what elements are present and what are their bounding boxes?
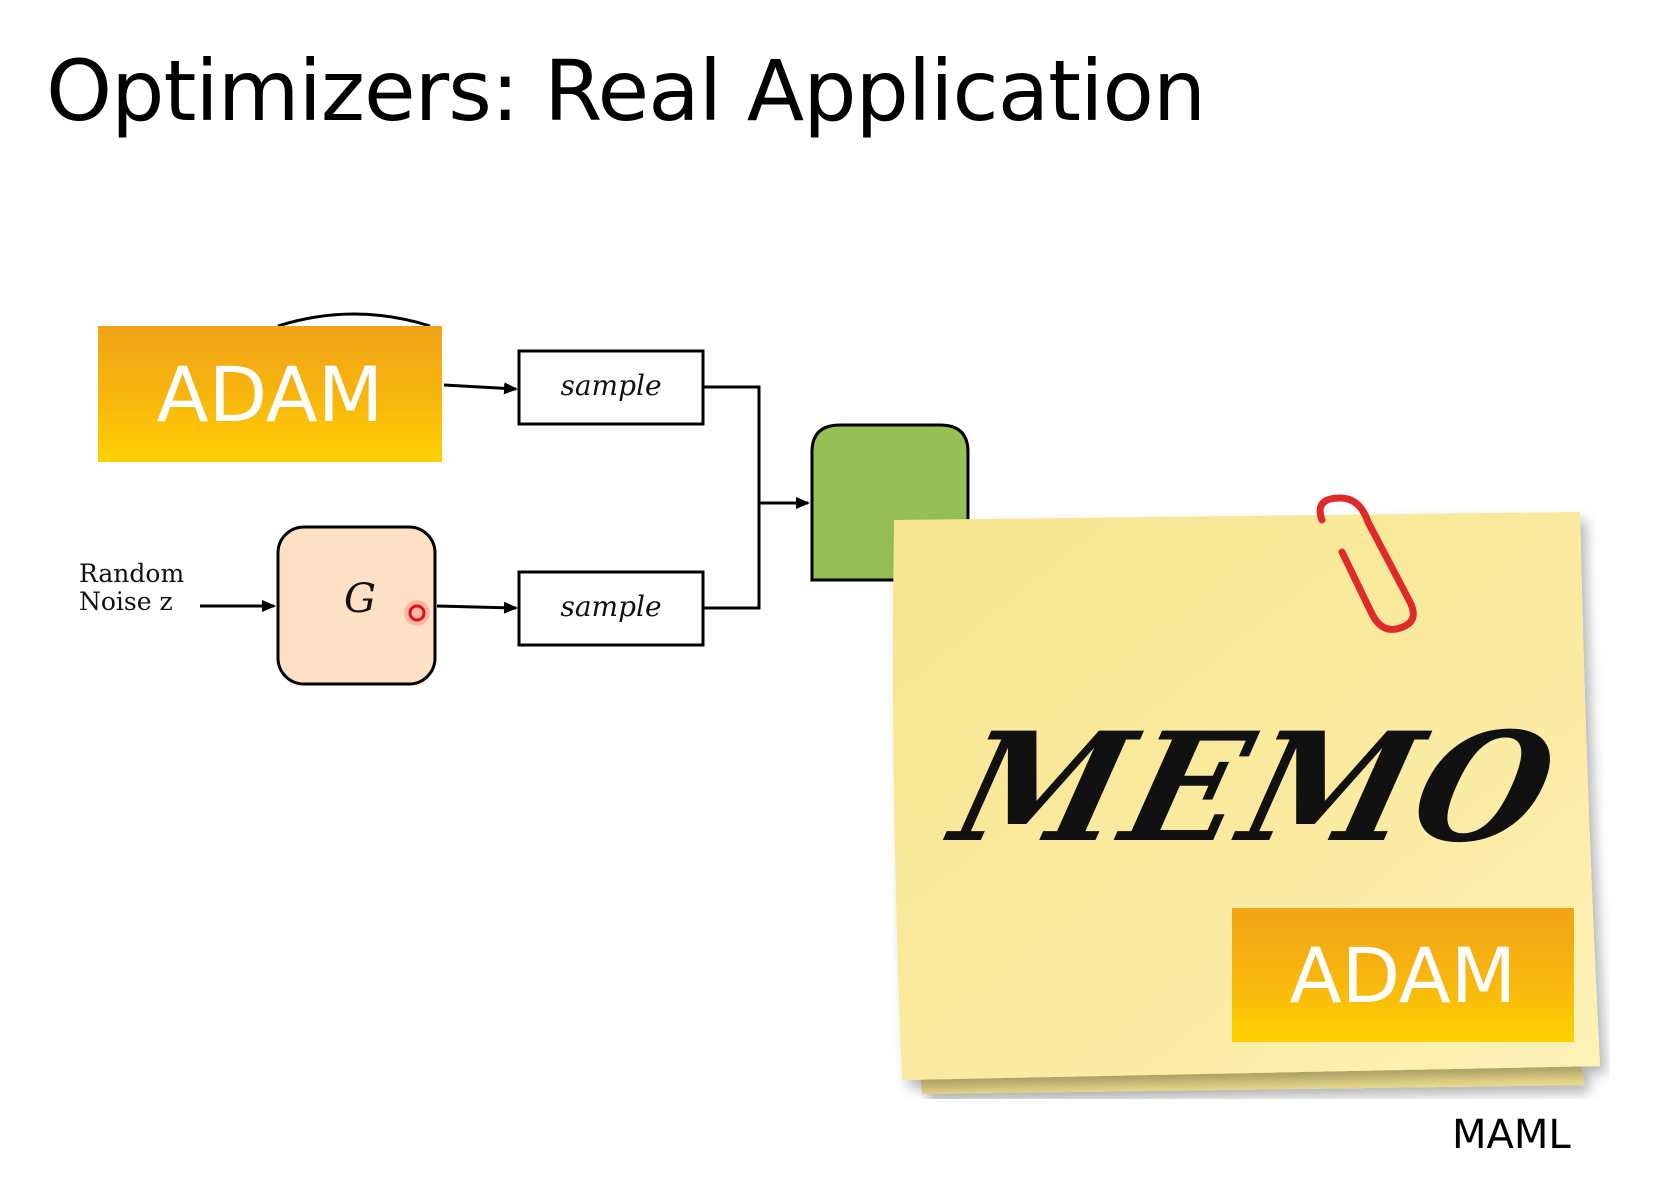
- adam-badge-top: ADAM: [98, 326, 442, 462]
- noise-label-line2: Noise z: [79, 587, 173, 616]
- arrow-to-sample-top: [443, 382, 518, 395]
- generator-label: G: [344, 576, 376, 622]
- laser-pointer-dot: [408, 604, 426, 622]
- connector-top: [703, 385, 761, 610]
- sample-label-bottom: sample: [560, 590, 662, 623]
- sample-box-bottom: [517, 570, 705, 647]
- arrow-generator-to-sample-bottom: [436, 601, 518, 614]
- paperclip-icon: [1316, 494, 1417, 633]
- generator-box: [276, 525, 437, 686]
- adam-badge-memo: ADAM: [1232, 908, 1574, 1042]
- slide-title: Optimizers: Real Application: [46, 42, 1206, 140]
- memo-word: MEMO: [938, 700, 1576, 876]
- maml-caption: MAML: [1452, 1112, 1571, 1158]
- hidden-data-box-arc: [277, 312, 431, 328]
- noise-label: Random Noise z: [79, 560, 184, 616]
- sample-label-top: sample: [560, 369, 662, 402]
- noise-label-line1: Random: [79, 559, 185, 588]
- laser-pointer-glow: [404, 600, 430, 626]
